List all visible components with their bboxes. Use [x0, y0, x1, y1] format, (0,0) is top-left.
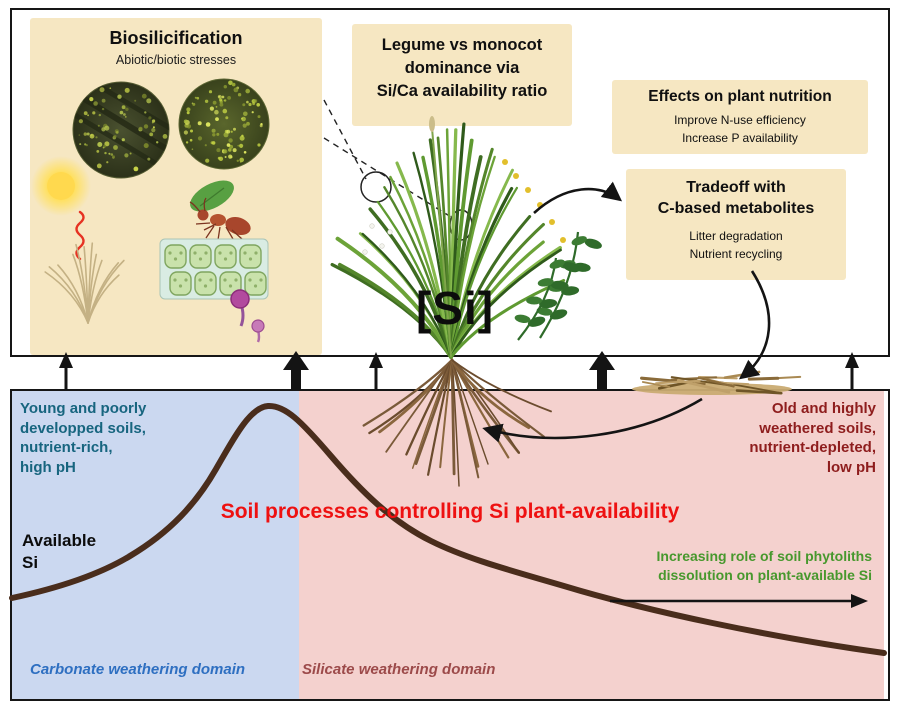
si-concentration-label: [Si] [415, 282, 495, 334]
biosilicification-title: Biosilicification [109, 28, 243, 48]
tradeoff-line-2: Nutrient recycling [689, 246, 783, 261]
biosilicification-subtitle: Abiotic/biotic stresses [115, 53, 237, 67]
old-soils-note: Old and highly weathered soils, nutrient… [749, 400, 876, 476]
silicate-domain-label: Silicate weathering domain [302, 661, 496, 678]
soil-processes-title: Soil processes controlling Si plant-avai… [220, 500, 680, 523]
carbonate-domain-label: Carbonate weathering domain [30, 661, 246, 678]
phytolith-dissolution-note: Increasing role of soil phytoliths disso… [656, 548, 872, 583]
tradeoff-title: Tradeoff with C-based metabolites [657, 179, 815, 217]
plant-nutrition-title: Effects on plant nutrition [648, 88, 832, 105]
tradeoff-line-1: Litter degradation [689, 228, 783, 243]
tradeoff-box: Tradeoff with C-based metabolites Litter… [626, 169, 846, 280]
nutrition-line-2: Increase P availability [682, 131, 798, 145]
plant-nutrition-box: Effects on plant nutrition Improve N-use… [612, 80, 868, 154]
young-soils-note: Young and poorly developped soils, nutri… [20, 400, 147, 476]
nutrition-line-1: Improve N-use efficiency [674, 113, 806, 127]
biosilicification-box: Biosilicification Abiotic/biotic stresse… [30, 18, 322, 355]
legume-monocot-box: Legume vs monocot dominance via Si/Ca av… [352, 24, 572, 126]
available-si-label: Available Si [22, 531, 97, 573]
